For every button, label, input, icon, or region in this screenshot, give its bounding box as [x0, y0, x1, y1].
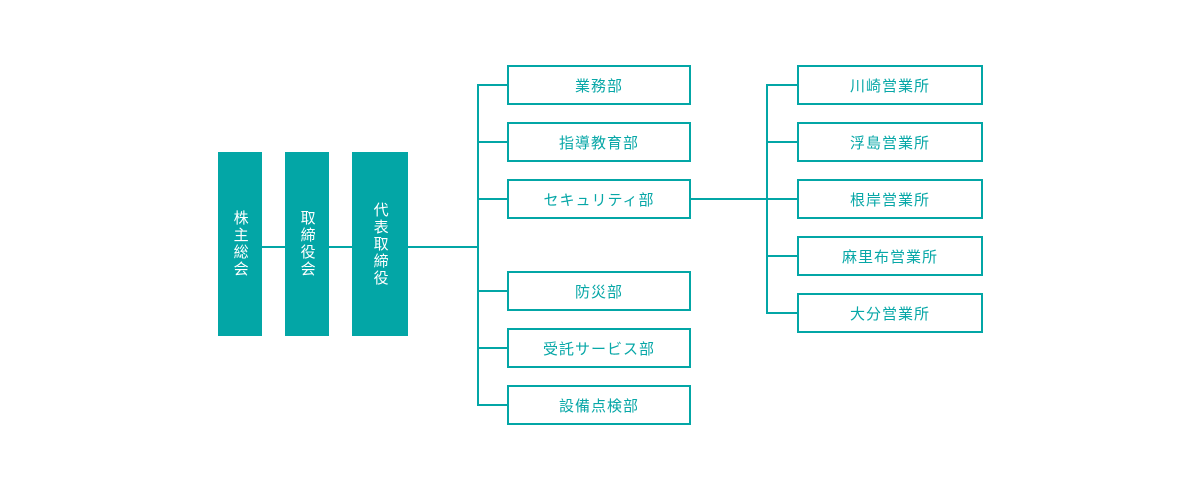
node-label-negishi: 根岸営業所	[849, 190, 930, 209]
node-label-bosai-bu: 防災部	[574, 282, 623, 301]
trunk-departments	[477, 85, 479, 406]
node-oita[interactable]: 大分営業所	[797, 293, 983, 333]
connector-board-to-representative	[328, 246, 353, 248]
stub-oita	[766, 312, 798, 314]
node-representative-director[interactable]: 代表取締役	[352, 152, 408, 336]
node-shareholders-meeting[interactable]: 株主総会	[218, 152, 262, 336]
node-label-ukishima: 浮島営業所	[849, 133, 930, 152]
stub-security-bu	[477, 198, 508, 200]
node-ukishima[interactable]: 浮島営業所	[797, 122, 983, 162]
node-kawasaki[interactable]: 川崎営業所	[797, 65, 983, 105]
stub-marifu	[766, 255, 798, 257]
node-label-board-of-directors: 取締役会	[298, 210, 317, 278]
stub-jutaku-service-bu	[477, 347, 508, 349]
stub-negishi	[766, 198, 798, 200]
connector-representative-to-department-trunk	[407, 246, 478, 248]
stub-setsubi-tenken-bu	[477, 404, 508, 406]
node-label-oita: 大分営業所	[849, 304, 930, 323]
node-label-security-bu: セキュリティ部	[543, 190, 655, 209]
stub-gyomu-bu	[477, 84, 508, 86]
node-label-gyomu-bu: 業務部	[574, 76, 623, 95]
node-gyomu-bu[interactable]: 業務部	[507, 65, 691, 105]
node-setsubi-tenken-bu[interactable]: 設備点検部	[507, 385, 691, 425]
stub-ukishima	[766, 141, 798, 143]
connector-security-to-office-trunk	[690, 198, 768, 200]
node-label-marifu: 麻里布営業所	[841, 247, 938, 266]
node-negishi[interactable]: 根岸営業所	[797, 179, 983, 219]
stub-kawasaki	[766, 84, 798, 86]
node-security-bu[interactable]: セキュリティ部	[507, 179, 691, 219]
node-label-shido-kyoiku-bu: 指導教育部	[558, 133, 639, 152]
node-label-shareholders-meeting: 株主総会	[231, 210, 250, 278]
node-bosai-bu[interactable]: 防災部	[507, 271, 691, 311]
node-marifu[interactable]: 麻里布営業所	[797, 236, 983, 276]
node-label-jutaku-service-bu: 受託サービス部	[542, 339, 655, 358]
node-label-representative-director: 代表取締役	[371, 201, 390, 287]
node-shido-kyoiku-bu[interactable]: 指導教育部	[507, 122, 691, 162]
node-jutaku-service-bu[interactable]: 受託サービス部	[507, 328, 691, 368]
node-label-kawasaki: 川崎営業所	[849, 76, 930, 95]
node-board-of-directors[interactable]: 取締役会	[285, 152, 329, 336]
node-label-setsubi-tenken-bu: 設備点検部	[558, 396, 639, 415]
stub-shido-kyoiku-bu	[477, 141, 508, 143]
connector-shareholders-to-board	[261, 246, 286, 248]
stub-bosai-bu	[477, 290, 508, 292]
